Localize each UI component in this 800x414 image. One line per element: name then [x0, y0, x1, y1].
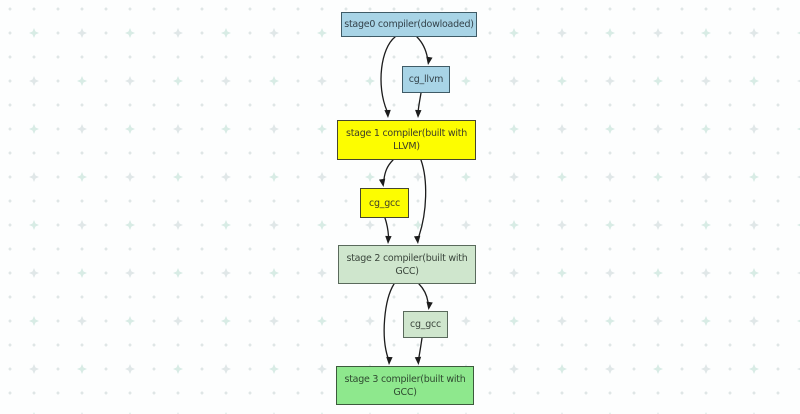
edge-cg-llvm-to-stage1: [417, 92, 422, 111]
arrowhead-stage1-to-stage2: [413, 235, 421, 244]
arrowhead-stage2-to-cg-gcc-2: [426, 301, 433, 310]
arrowhead-stage2-to-stage3: [386, 356, 393, 365]
edge-stage0-to-stage1: [380, 36, 396, 112]
node-cg-gcc-yellow: cg_gcc: [360, 188, 409, 218]
arrowhead-stage0-to-cg-llvm: [426, 56, 433, 65]
arrowhead-stage0-to-stage1: [384, 109, 391, 118]
node-cg-llvm: cg_llvm: [402, 66, 450, 93]
edge-cg-gcc-2-to-stage3: [418, 337, 423, 358]
edge-cg-gcc-1-to-stage2: [384, 217, 390, 237]
node-stage3-compiler: stage 3 compiler(built with GCC): [336, 366, 474, 405]
edge-stage1-to-stage2: [418, 159, 427, 237]
arrowhead-cg-llvm-to-stage1: [415, 109, 422, 118]
node-stage1-compiler: stage 1 compiler(built with LLVM): [337, 120, 476, 160]
node-cg-gcc-green: cg_gcc: [403, 311, 448, 338]
edge-stage0-to-cg-llvm: [416, 36, 429, 59]
edge-stage2-to-stage3: [383, 283, 395, 359]
arrowhead-cg-gcc-2-to-stage3: [414, 356, 422, 365]
edge-stage2-to-cg-gcc-2: [418, 283, 429, 303]
arrowhead-cg-gcc-1-to-stage2: [385, 235, 392, 244]
node-stage0-compiler: stage0 compiler(dowloaded): [341, 12, 477, 37]
node-stage2-compiler: stage 2 compiler(built with GCC): [338, 245, 476, 284]
arrowhead-stage1-to-cg-gcc-1: [378, 178, 386, 187]
edge-stage1-to-cg-gcc-1: [383, 159, 394, 180]
